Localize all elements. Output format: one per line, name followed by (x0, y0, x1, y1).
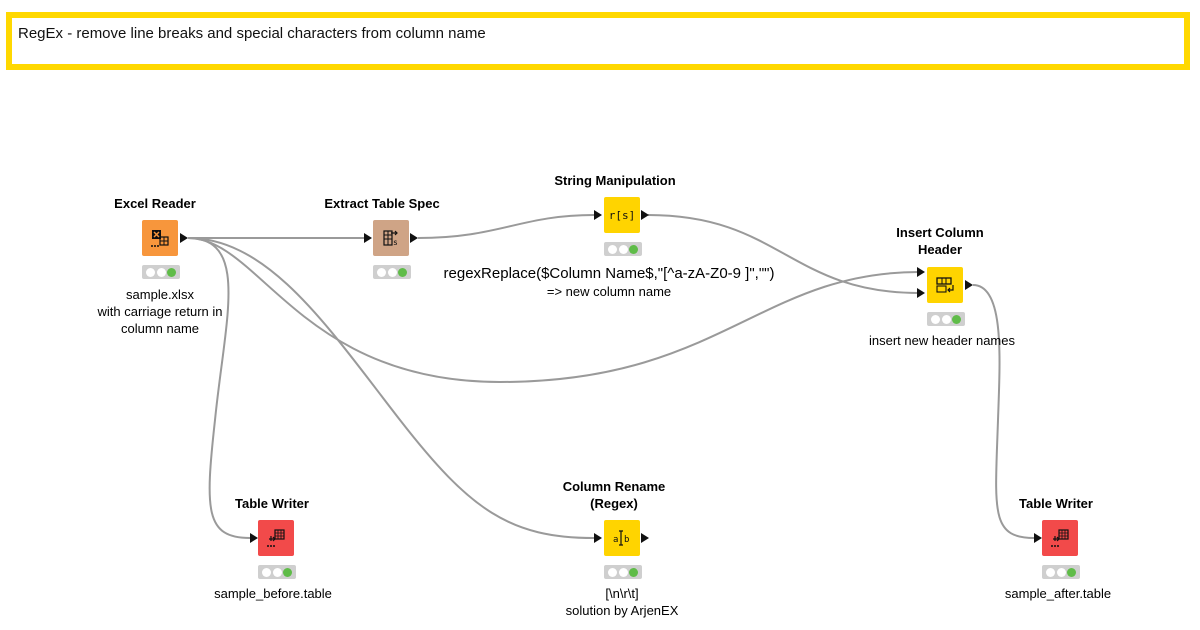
excel-reader-out-port[interactable] (180, 233, 188, 243)
svg-text:b: b (624, 535, 629, 545)
column-rename-regex-status (604, 565, 642, 579)
string-manipulation-icon: r[s] (608, 208, 636, 222)
annotation-text: RegEx - remove line breaks and special c… (18, 25, 486, 42)
string-manipulation-in-port[interactable] (594, 210, 602, 220)
table-writer-icon (267, 529, 285, 547)
column-rename-regex-title: Column Rename (Regex) (562, 479, 666, 511)
table-writer-after-status (1042, 565, 1080, 579)
string-manipulation-status (604, 242, 642, 256)
table-writer-icon (1051, 529, 1069, 547)
table-writer-after-label[interactable]: sample_after.table (1004, 586, 1112, 601)
insert-column-header-status (927, 312, 965, 326)
column-rename-regex-node[interactable]: a b (604, 520, 640, 556)
edge-extract-to-stringmanip (417, 214, 595, 239)
table-spec-icon: s (383, 230, 398, 247)
string-manipulation-title: String Manipulation (554, 173, 676, 188)
insert-column-header-out-port[interactable] (965, 280, 973, 290)
insert-column-header-in-port-1[interactable] (917, 267, 925, 277)
table-writer-after-title: Table Writer (1019, 496, 1093, 511)
table-writer-after-in-port[interactable] (1034, 533, 1042, 543)
column-rename-regex-out-port[interactable] (641, 533, 649, 543)
excel-reader-node[interactable] (142, 220, 178, 256)
extract-table-spec-out-port[interactable] (410, 233, 418, 243)
insert-header-icon (936, 277, 954, 293)
table-writer-before-title: Table Writer (235, 496, 309, 511)
edge-stringmanip-to-insert (647, 214, 920, 294)
workflow-annotation[interactable]: RegEx - remove line breaks and special c… (6, 12, 1190, 70)
excel-reader-title: Excel Reader (114, 196, 196, 211)
insert-column-header-title: Insert Column Header (896, 225, 984, 257)
extract-table-spec-title: Extract Table Spec (324, 196, 440, 211)
table-writer-before-label[interactable]: sample_before.table (214, 586, 332, 601)
table-writer-before-in-port[interactable] (250, 533, 258, 543)
excel-reader-status (142, 265, 180, 279)
excel-reader-icon (151, 230, 169, 247)
extract-table-spec-in-port[interactable] (364, 233, 372, 243)
insert-column-header-label[interactable]: insert new header names (869, 333, 1015, 348)
edge-excel-to-rename (187, 237, 595, 539)
edge-excel-to-writer-before (187, 237, 251, 539)
table-writer-before-status (258, 565, 296, 579)
edge-insert-to-writer-after (972, 284, 1035, 539)
table-writer-before-node[interactable] (258, 520, 294, 556)
svg-text:s: s (393, 238, 398, 247)
string-manipulation-out-port[interactable] (641, 210, 649, 220)
insert-column-header-node[interactable] (927, 267, 963, 303)
string-manipulation-node[interactable]: r[s] (604, 197, 640, 233)
column-rename-icon: a b (613, 530, 629, 546)
table-writer-after-node[interactable] (1042, 520, 1078, 556)
svg-text:a: a (613, 535, 618, 545)
column-rename-regex-in-port[interactable] (594, 533, 602, 543)
formula-note: => new column name (546, 284, 672, 299)
extract-table-spec-node[interactable]: s (373, 220, 409, 256)
column-rename-regex-label[interactable]: [\n\r\t] solution by ArjenEX (565, 586, 679, 618)
string-manipulation-annotation[interactable]: regexReplace($Column Name$,"[^a-zA-Z0-9 … (444, 264, 775, 300)
edge-excel-to-insert (187, 237, 920, 384)
formula-expression: regexReplace($Column Name$,"[^a-zA-Z0-9 … (443, 265, 775, 282)
excel-reader-label[interactable]: sample.xlsx with carriage return in colu… (97, 287, 223, 336)
extract-table-spec-status (373, 265, 411, 279)
insert-column-header-in-port-2[interactable] (917, 288, 925, 298)
